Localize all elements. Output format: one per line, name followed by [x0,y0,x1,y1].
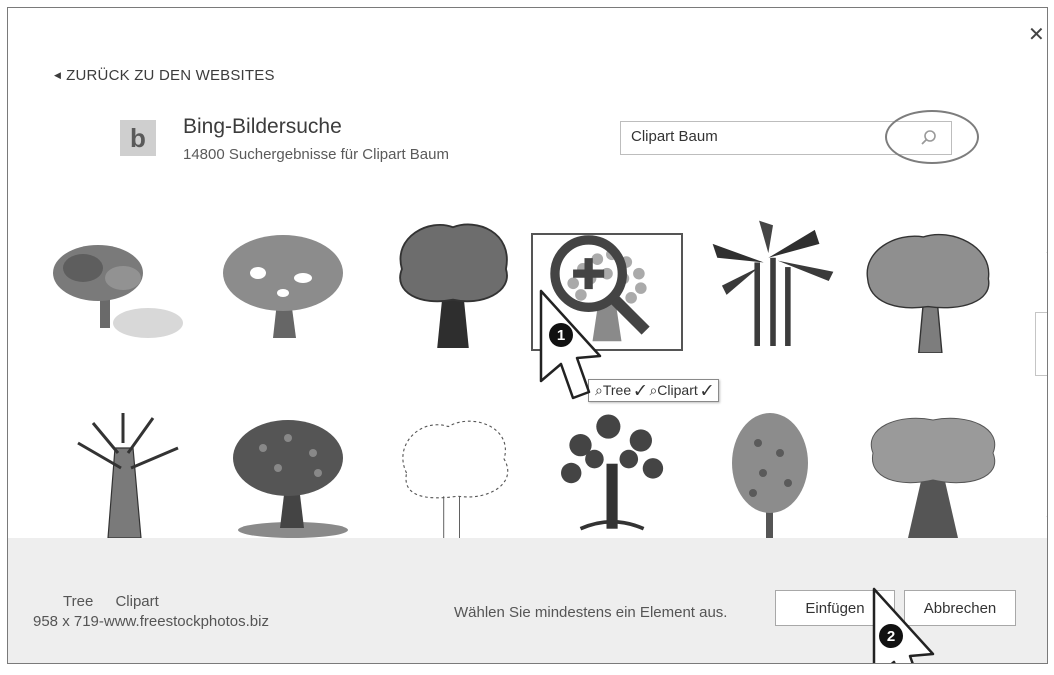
callout-badge-2: 2 [879,624,903,648]
zoom-in-icon[interactable] [525,227,673,341]
tree-roots-clipart-icon [561,414,664,531]
cancel-button[interactable]: Abbrechen [904,590,1016,626]
selected-image-source: 958 x 719-www.freestockphotos.biz [33,613,269,630]
callout-badge-1: 1 [549,323,573,347]
selection-hint: Wählen Sie mindestens ein Element aus. [454,604,728,621]
result-thumb-4-selected[interactable] [531,233,683,351]
scrollbar-thumb[interactable] [1035,312,1047,376]
result-thumb-6[interactable] [853,223,1003,354]
search-highlight-circle [885,110,979,164]
bare-tree-clipart-icon [77,413,179,539]
bing-logo: b [120,120,156,156]
autumn-tree-clipart-icon [732,413,808,538]
back-link-label: ZURÜCK ZU DEN WEBSITES [66,67,275,84]
result-thumb-12[interactable] [858,408,1008,538]
result-thumb-8[interactable] [218,408,368,538]
tree-outline-clipart-icon [402,420,509,538]
scroll-down-icon[interactable]: ⌄ [1043,504,1047,525]
result-thumb-11[interactable] [698,408,848,538]
scroll-up-icon[interactable]: ⌃ [1043,246,1047,267]
svg-text:2: 2 [887,628,895,645]
tag-popup: ⌕Tree ✓ ⌕Clipart ✓ [588,379,720,402]
search-input[interactable] [631,128,891,145]
tree-clipart-6-icon [866,233,990,354]
svg-text:1: 1 [557,327,565,344]
tree-clipart-3-icon [399,223,508,348]
close-icon[interactable]: ✕ [1028,24,1045,46]
result-thumb-5[interactable] [698,216,848,346]
provider-title: Bing-Bildersuche [183,115,342,138]
apple-tree-clipart-icon [233,420,348,538]
result-thumb-3[interactable] [378,218,528,348]
selected-image-tags: Tree Clipart [63,593,159,610]
result-thumb-9[interactable] [378,408,528,538]
clipart-search-dialog: ✕ ◀ ZURÜCK ZU DEN WEBSITES b Bing-Bilders… [7,7,1048,664]
bing-logo-letter: b [130,123,146,153]
back-to-sites-link[interactable]: ◀ ZURÜCK ZU DEN WEBSITES [54,67,275,84]
result-count: 14800 Suchergebnisse für Clipart Baum [183,146,449,163]
palm-tree-clipart-icon [712,220,834,346]
result-thumb-10[interactable] [538,408,688,538]
result-thumb-1[interactable] [38,218,188,348]
cursor-arrow-icon [539,289,602,400]
result-thumb-2[interactable] [208,218,358,348]
back-arrow-icon: ◀ [54,70,62,80]
tree-clipart-2-icon [223,235,343,338]
cartoon-tree-clipart-icon [870,417,996,538]
tree-clipart-1-icon [53,245,183,338]
result-thumb-7[interactable] [53,408,203,539]
